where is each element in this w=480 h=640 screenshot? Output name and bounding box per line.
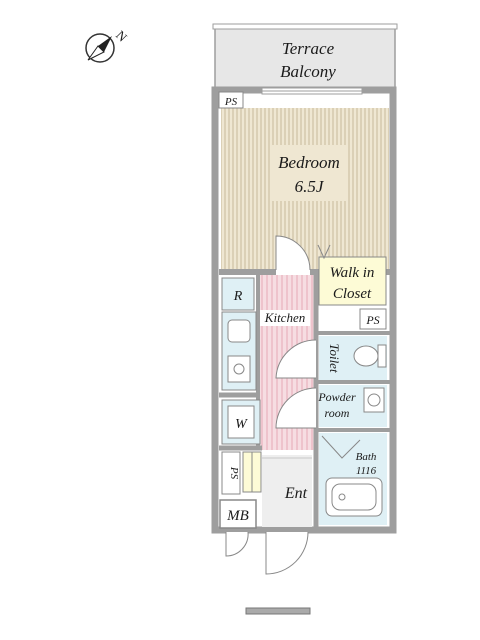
walk-in-closet	[318, 256, 387, 306]
bath-size: 1116	[356, 465, 377, 477]
walk-in-label: Walk in	[330, 265, 375, 281]
meter-box-label: MB	[226, 508, 249, 524]
powder-room-door[interactable]	[275, 387, 317, 429]
toilet-icon	[353, 345, 379, 367]
room-label: room	[325, 406, 350, 420]
powder-label: Powder	[317, 390, 356, 404]
bedroom-label: Bedroom	[278, 153, 340, 172]
compass-needle-south	[87, 45, 105, 61]
bedroom-size: 6.5J	[295, 177, 325, 196]
terrace-label: Terrace	[282, 39, 335, 58]
bathtub-icon	[325, 477, 383, 517]
kitchen-label: Kitchen	[264, 310, 305, 325]
compass-needle-north	[98, 36, 112, 52]
scale-bar	[245, 607, 311, 615]
entrance-floor	[262, 455, 312, 527]
ps-closet-box	[359, 308, 387, 330]
ps-lower-label: PS	[228, 466, 240, 480]
closet-door[interactable]	[317, 244, 331, 260]
compass: N	[85, 27, 131, 63]
balcony-rail	[212, 23, 398, 30]
meter-box	[219, 499, 257, 529]
refrigerator-label: R	[233, 289, 243, 304]
toilet-label: Toilet	[327, 343, 342, 373]
washbasin-icon	[363, 387, 385, 413]
refrigerator-space	[221, 277, 255, 311]
ps-top-box	[218, 91, 244, 109]
ps-top-label: PS	[224, 96, 238, 108]
sink-icon	[227, 319, 251, 343]
toilet-door[interactable]	[275, 339, 317, 379]
entrance-door[interactable]	[265, 531, 309, 575]
ps-closet-label: PS	[365, 313, 379, 327]
entrance-label: Ent	[284, 485, 308, 502]
stove-icon	[227, 355, 251, 383]
washer-label: W	[235, 417, 248, 432]
compass-north-label: N	[113, 27, 131, 45]
ps-lower-box	[221, 451, 241, 495]
closet-label: Closet	[333, 286, 372, 302]
bath-door[interactable]	[321, 435, 361, 459]
bedroom-door[interactable]	[275, 235, 311, 271]
bedroom-label-bg	[270, 145, 348, 201]
bath-label: Bath	[356, 451, 377, 463]
balcony-label: Balcony	[280, 62, 336, 81]
meter-box-door[interactable]	[225, 531, 249, 557]
